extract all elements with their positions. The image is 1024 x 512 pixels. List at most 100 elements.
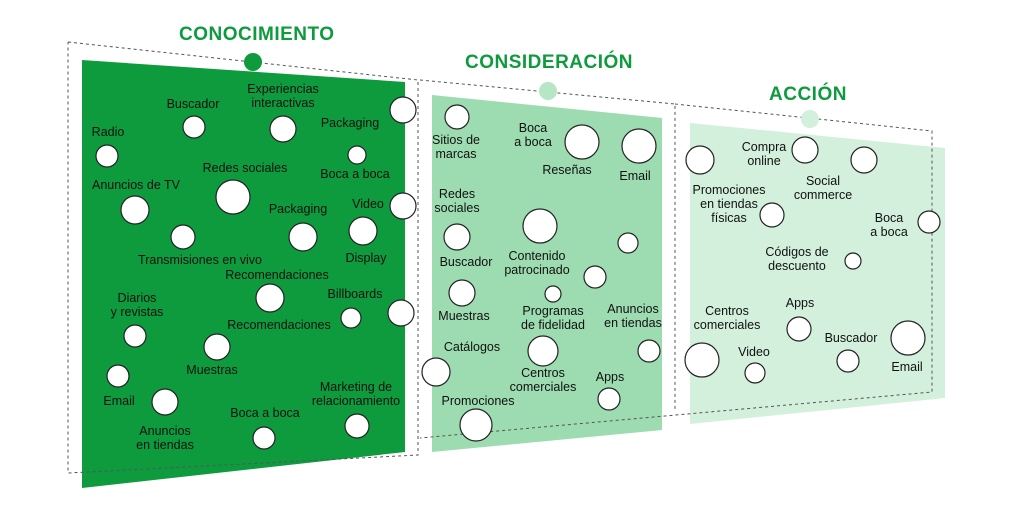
label-email: Email xyxy=(103,394,135,408)
label-anuncios-en-tiendas: Anuncios en tiendas xyxy=(604,302,662,330)
stage-title-consideracion: CONSIDERACIÓN xyxy=(465,52,634,73)
bubble xyxy=(685,145,715,175)
label-centros-comerciales: Centros comerciales xyxy=(693,304,761,332)
bubble xyxy=(106,364,130,388)
label-video: Video xyxy=(738,345,770,359)
stage-dot-accion xyxy=(801,110,819,128)
stage-title-accion: ACCIÓN xyxy=(769,84,847,105)
bubble xyxy=(203,333,231,361)
label-boca-a-boca: Boca a boca xyxy=(320,167,390,181)
bubble xyxy=(347,145,367,165)
bubble xyxy=(389,192,417,220)
label-social-commerce: Social commerce xyxy=(793,174,853,202)
bubble xyxy=(95,144,119,168)
label-buscador: Buscador xyxy=(166,97,220,111)
label-boca-a-boca: Boca a boca xyxy=(514,121,552,149)
label-recomendaciones: Recomendaciones xyxy=(225,268,329,282)
bubble xyxy=(215,179,251,215)
bubble xyxy=(564,124,600,160)
bubble xyxy=(170,224,196,250)
bubble xyxy=(917,210,941,234)
label-transmisiones-en-vivo: Transmisiones en vivo xyxy=(138,253,262,267)
label-boca-a-boca: Boca a boca xyxy=(870,211,908,239)
bubble xyxy=(269,115,297,143)
bubble xyxy=(617,232,639,254)
label-marketing-de-relacionamiento: Marketing de relacionamiento xyxy=(311,380,401,408)
bubble xyxy=(791,136,819,164)
label-sitios-de-marcas: Sitios de marcas xyxy=(432,133,480,161)
bubble xyxy=(684,342,720,378)
label-codigos-de-descuento: Códigos de descuento xyxy=(765,245,829,273)
panel-consideracion xyxy=(432,95,662,452)
bubble xyxy=(522,208,558,244)
bubble xyxy=(444,104,470,130)
bubble xyxy=(123,324,147,348)
bubble xyxy=(443,223,471,251)
bubble xyxy=(340,307,362,329)
label-muestras: Muestras xyxy=(186,363,238,377)
bubble xyxy=(120,195,150,225)
label-muestras: Muestras xyxy=(438,309,490,323)
bubble xyxy=(448,279,476,307)
bubble xyxy=(621,128,657,164)
bubble xyxy=(389,96,417,124)
bubble xyxy=(544,285,562,303)
bubble xyxy=(255,283,285,313)
bubble xyxy=(597,387,621,411)
label-diarios-y-revistas: Diarios y revistas xyxy=(110,291,164,319)
label-centros-comerciales: Centros comerciales xyxy=(509,366,577,394)
label-display: Display xyxy=(345,251,387,265)
bubble xyxy=(151,388,179,416)
label-catalogos: Catálogos xyxy=(443,340,501,354)
label-billboards: Billboards xyxy=(327,287,383,301)
bubble xyxy=(744,362,766,384)
bubble xyxy=(288,222,318,252)
bubble xyxy=(459,408,493,442)
label-anuncios-de-tv: Anuncios de TV xyxy=(91,178,181,192)
bubble xyxy=(348,216,378,246)
bubble xyxy=(759,202,785,228)
label-anuncios-en-tiendas: Anuncios en tiendas xyxy=(136,424,194,452)
label-redes-sociales: Redes sociales xyxy=(434,187,480,215)
label-packaging-2: Packaging xyxy=(268,202,328,216)
bubble xyxy=(421,357,451,387)
label-packaging: Packaging xyxy=(320,116,380,130)
bubble xyxy=(786,316,812,342)
stage-dot-consideracion xyxy=(539,82,557,100)
bubble xyxy=(850,146,878,174)
dashed-outline-2 xyxy=(419,79,676,410)
bubble xyxy=(583,265,607,289)
label-radio: Radio xyxy=(91,125,125,139)
label-apps: Apps xyxy=(785,296,815,310)
label-email: Email xyxy=(891,360,923,374)
label-video: Video xyxy=(352,197,384,211)
bubble xyxy=(387,299,415,327)
label-promociones: Promociones xyxy=(441,394,515,408)
label-buscador: Buscador xyxy=(439,255,493,269)
bubble xyxy=(527,335,559,367)
label-compra-online: Compra online xyxy=(741,140,787,168)
dashed-outline-1 xyxy=(67,41,419,474)
label-boca-a-boca-2: Boca a boca xyxy=(230,406,300,420)
stage-title-conocimiento: CONOCIMIENTO xyxy=(179,24,335,45)
label-contenido-patrocinado: Contenido patrocinado xyxy=(504,249,570,277)
bubble xyxy=(344,413,370,439)
bubble xyxy=(182,115,206,139)
label-redes-sociales: Redes sociales xyxy=(202,161,288,175)
label-promociones-en-tiendas-fisicas: Promociones en tiendas físicas xyxy=(692,183,766,225)
label-experiencias-interactivas: Experiencias interactivas xyxy=(247,82,319,110)
stage-dot-conocimiento xyxy=(244,53,262,71)
panel-conocimiento xyxy=(82,60,405,488)
bubble xyxy=(890,320,926,356)
dashed-outline-3 xyxy=(419,103,933,439)
label-buscador: Buscador xyxy=(824,331,878,345)
panel-accion xyxy=(690,123,945,424)
label-resenas: Reseñas xyxy=(542,163,592,177)
label-programas-de-fidelidad: Programas de fidelidad xyxy=(521,304,585,332)
label-email: Email xyxy=(619,169,651,183)
label-apps: Apps xyxy=(595,370,625,384)
label-recomendaciones-2: Recomendaciones xyxy=(227,318,331,332)
bubble xyxy=(252,426,276,450)
